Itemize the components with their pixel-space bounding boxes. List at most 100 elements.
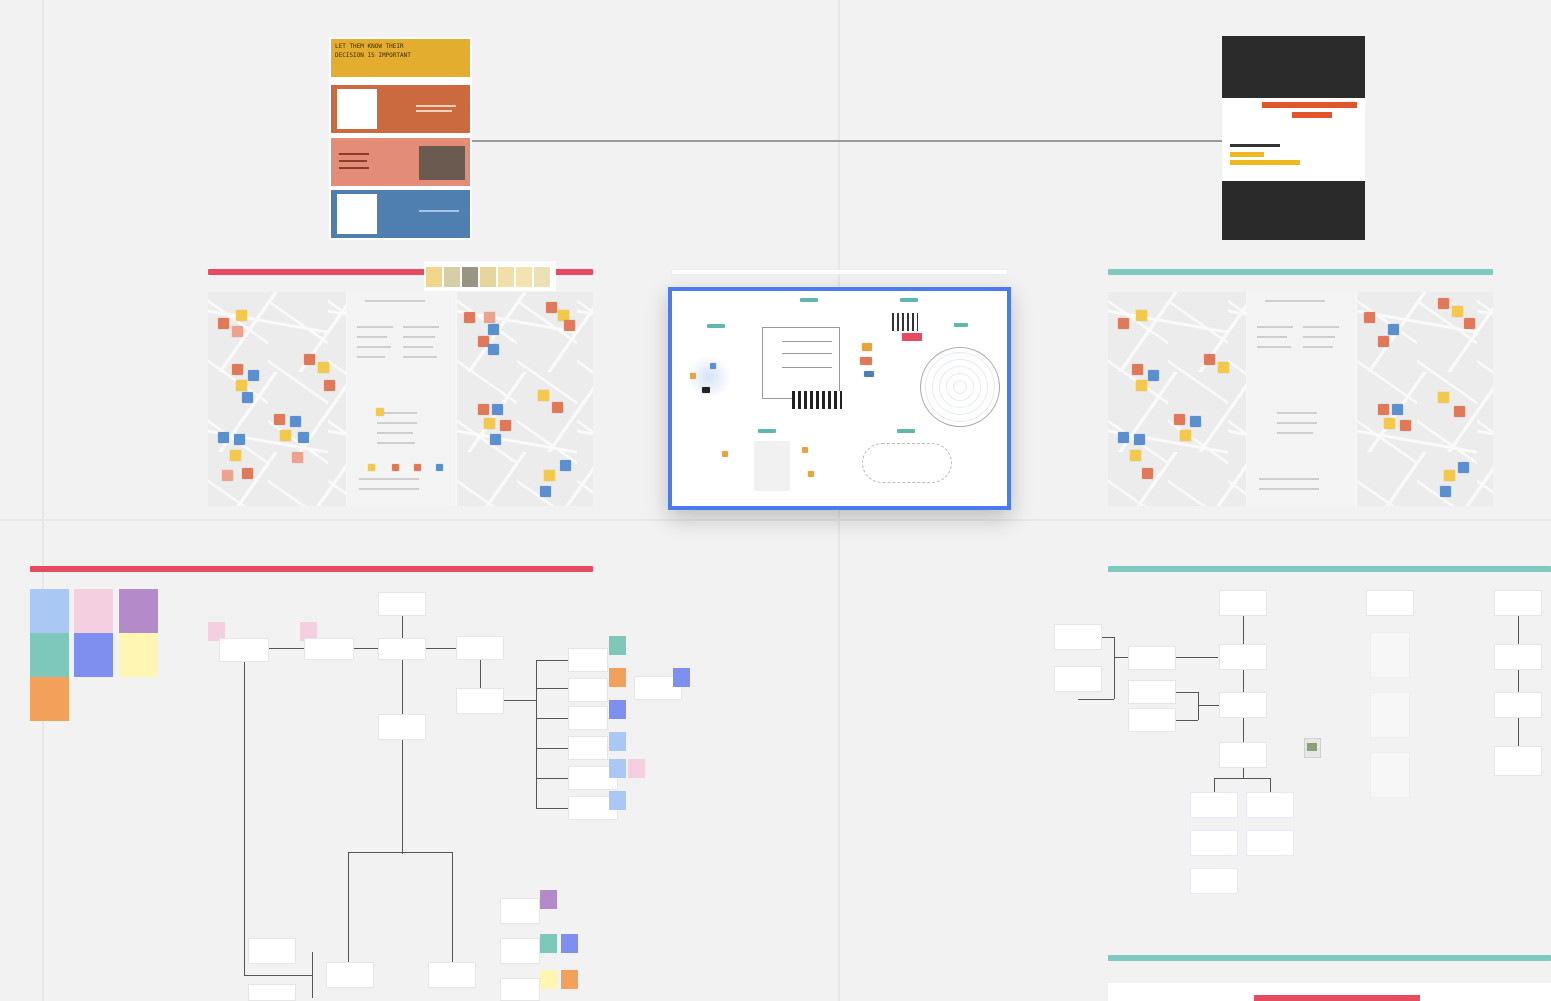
sticky-note[interactable] <box>1388 324 1399 335</box>
sticky-note[interactable] <box>222 470 233 481</box>
color-swatch[interactable] <box>30 677 69 721</box>
sticky-note[interactable] <box>236 380 247 391</box>
tag-swatch[interactable] <box>609 759 626 778</box>
tree-node[interactable] <box>1494 692 1542 718</box>
tree-node-blue[interactable] <box>1246 830 1294 856</box>
tree-node[interactable] <box>1054 666 1102 692</box>
tree-node[interactable] <box>1219 742 1267 768</box>
sticky-note[interactable] <box>564 320 575 331</box>
sticky-note[interactable] <box>318 362 329 373</box>
sticky-note[interactable] <box>1438 298 1449 309</box>
tree-node[interactable] <box>568 736 608 760</box>
tree-node[interactable] <box>1494 746 1542 776</box>
sticky-note[interactable] <box>230 450 241 461</box>
image-strip[interactable] <box>424 261 556 291</box>
sticky-note[interactable] <box>1454 406 1465 417</box>
frame-header-red-bottom[interactable] <box>30 566 593 572</box>
tag-swatch[interactable] <box>609 700 626 719</box>
sticky-note[interactable] <box>1378 404 1389 415</box>
sticky-note[interactable] <box>414 464 421 471</box>
sticky-note[interactable] <box>280 430 291 441</box>
tree-node[interactable] <box>568 678 608 702</box>
frame-header-teal[interactable] <box>1108 269 1493 275</box>
tree-node[interactable] <box>1494 590 1542 616</box>
tag-swatch[interactable] <box>628 759 645 778</box>
tag-swatch[interactable] <box>540 970 557 989</box>
legend-node[interactable] <box>500 898 540 924</box>
sticky-note[interactable] <box>1444 470 1455 481</box>
placeholder-card[interactable] <box>1370 692 1410 738</box>
sticky-note[interactable] <box>558 310 569 321</box>
placeholder-card[interactable] <box>1370 752 1410 798</box>
legend-node[interactable] <box>500 938 540 964</box>
sticky-note[interactable] <box>560 460 571 471</box>
sticky-note[interactable] <box>242 392 253 403</box>
sticky-note[interactable] <box>218 318 229 329</box>
sticky-note[interactable] <box>538 390 549 401</box>
frame-header-red[interactable] <box>208 269 593 275</box>
image-icon[interactable] <box>1304 738 1321 758</box>
tree-node[interactable] <box>568 766 618 790</box>
tree-node[interactable] <box>1219 590 1267 616</box>
tree-node[interactable] <box>456 688 504 714</box>
tree-node[interactable] <box>1054 624 1102 650</box>
sticky-note[interactable] <box>1174 414 1185 425</box>
tag-swatch[interactable] <box>609 791 626 810</box>
sticky-note[interactable] <box>1118 432 1129 443</box>
tag-swatch[interactable] <box>540 890 557 909</box>
sticky-note[interactable] <box>1118 318 1129 329</box>
sticky-note[interactable] <box>234 434 245 445</box>
frame-header-teal-bottom[interactable] <box>1108 566 1551 572</box>
tree-node[interactable] <box>326 962 374 988</box>
tree-node[interactable] <box>568 648 608 672</box>
tree-node[interactable] <box>378 638 426 660</box>
tree-node[interactable] <box>378 714 426 740</box>
tree-node[interactable] <box>1366 590 1414 616</box>
sticky-note[interactable] <box>1218 362 1229 373</box>
sticky-note[interactable] <box>292 452 303 463</box>
color-swatch[interactable] <box>30 589 69 633</box>
sticky-note[interactable] <box>242 468 253 479</box>
tag-swatch[interactable] <box>561 934 578 953</box>
sticky-note[interactable] <box>484 312 495 323</box>
poster-card-left[interactable]: LET THEM KNOW THEIR DECISION IS IMPORTAN… <box>329 37 472 240</box>
tree-node[interactable] <box>456 636 504 660</box>
sticky-note[interactable] <box>490 434 501 445</box>
tag-swatch[interactable] <box>300 622 317 641</box>
color-swatch[interactable] <box>119 633 158 677</box>
tree-node[interactable] <box>248 984 296 1001</box>
frame-body-partial[interactable] <box>1108 983 1551 1001</box>
sticky-note[interactable] <box>376 408 384 416</box>
sticky-note[interactable] <box>1464 318 1475 329</box>
sticky-note[interactable] <box>1458 462 1469 473</box>
poster-card-right[interactable] <box>1222 36 1365 240</box>
sticky-note[interactable] <box>862 343 872 351</box>
sticky-note[interactable] <box>1364 312 1375 323</box>
sticky-note[interactable] <box>304 354 315 365</box>
sticky-note[interactable] <box>1438 392 1449 403</box>
sticky-note[interactable] <box>478 404 489 415</box>
sticky-note[interactable] <box>552 402 563 413</box>
sticky-note[interactable] <box>492 404 503 415</box>
sticky-note[interactable] <box>1132 364 1143 375</box>
tree-node[interactable] <box>378 592 426 616</box>
tree-node-blue[interactable] <box>1190 792 1238 818</box>
sticky-note[interactable] <box>1142 468 1153 479</box>
selected-diagram-frame[interactable] <box>668 287 1011 510</box>
research-board-right[interactable] <box>1108 292 1493 506</box>
connector-line[interactable] <box>471 140 1223 142</box>
sticky-note[interactable] <box>1392 404 1403 415</box>
sticky-note[interactable] <box>860 357 872 365</box>
sticky-note[interactable] <box>1204 354 1215 365</box>
tree-node[interactable] <box>1128 680 1176 704</box>
sticky-note[interactable] <box>274 414 285 425</box>
legend-node[interactable] <box>500 978 540 1001</box>
sticky-note[interactable] <box>1384 418 1395 429</box>
tag-swatch[interactable] <box>609 732 626 751</box>
sticky-note[interactable] <box>1134 434 1145 445</box>
tree-node[interactable] <box>1219 644 1267 670</box>
sticky-note[interactable] <box>802 447 808 453</box>
sticky-note[interactable] <box>324 380 335 391</box>
tag-swatch[interactable] <box>609 668 626 687</box>
sticky-note[interactable] <box>546 302 557 313</box>
